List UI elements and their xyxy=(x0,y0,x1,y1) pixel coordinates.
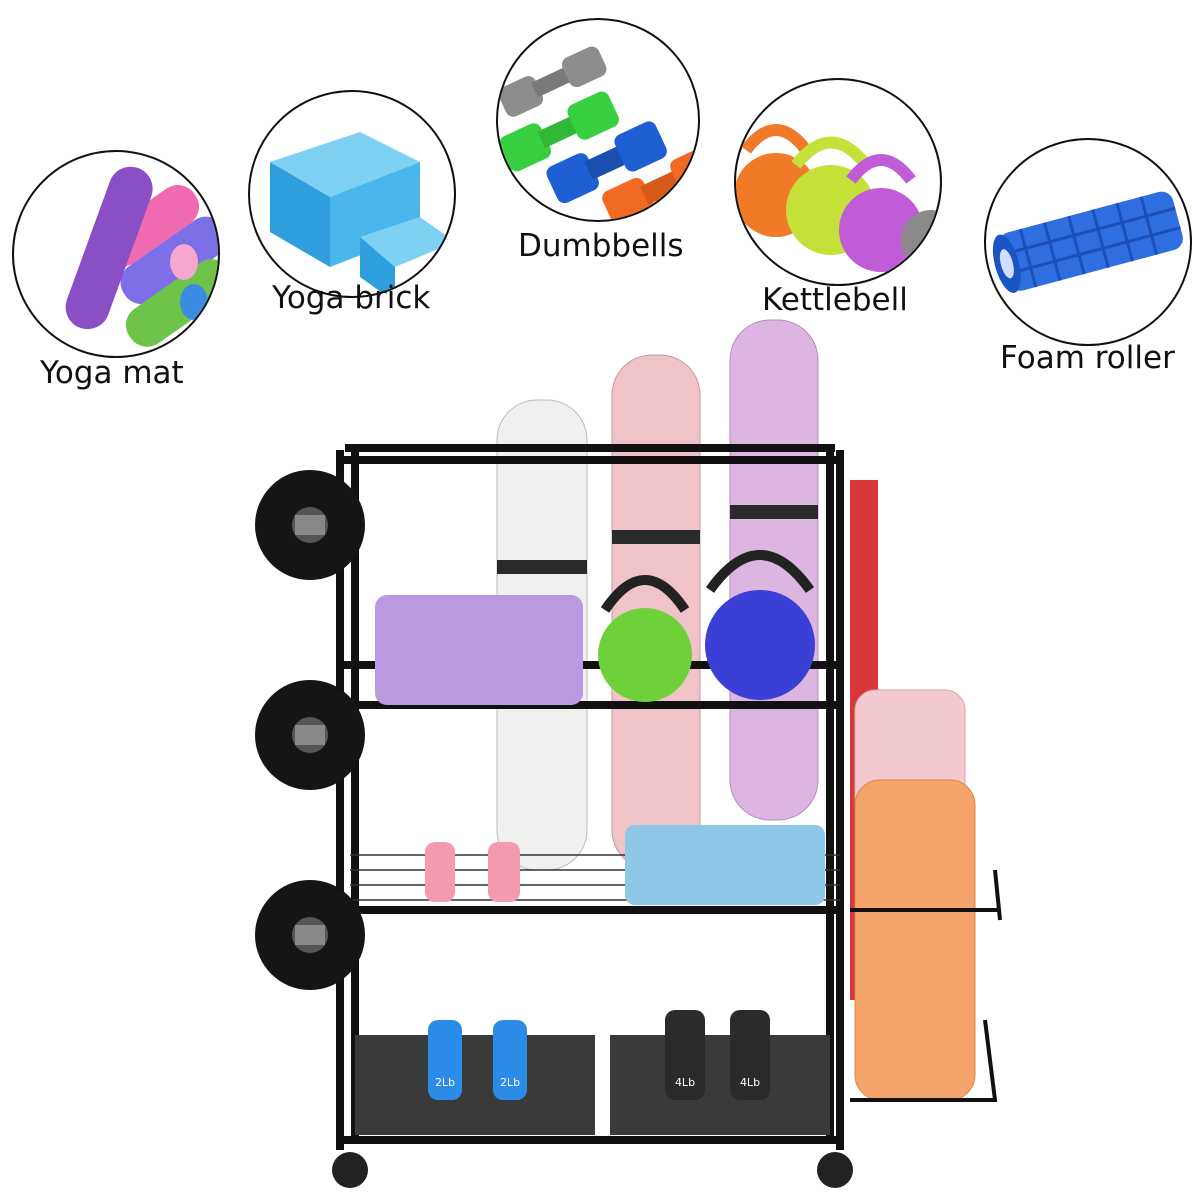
yoga-brick-label: Yoga brick xyxy=(272,280,431,316)
dumbbell-weight-2: 2Lb xyxy=(500,1076,520,1089)
yoga-mat-image xyxy=(12,150,220,358)
dumbbells-image xyxy=(496,18,700,222)
kettlebell-blue xyxy=(705,590,815,700)
yoga-mat-illustration xyxy=(65,166,218,347)
yoga-brick-image xyxy=(248,90,456,298)
roller-orange xyxy=(854,779,976,1101)
storage-rack-image: 2Lb 2Lb 4Lb 4Lb xyxy=(250,310,1010,1200)
foam-roller-label: Foam roller xyxy=(1000,340,1175,376)
dumbbells-label: Dumbbells xyxy=(518,228,684,264)
yoga-brick-illustration xyxy=(270,132,454,296)
kettlebell-illustration xyxy=(736,124,940,272)
block-purple xyxy=(375,595,583,705)
foam-roller-illustration xyxy=(992,191,1183,293)
dumbbell-weight-3: 4Lb xyxy=(675,1076,695,1089)
dumbbells-illustration xyxy=(498,46,698,220)
kettlebell-label: Kettlebell xyxy=(762,282,908,318)
block-blue xyxy=(625,825,825,905)
mat-lilac xyxy=(729,319,819,821)
ab-wheels xyxy=(255,470,365,990)
storage-rack-illustration: 2Lb 2Lb 4Lb 4Lb xyxy=(255,319,1002,1188)
dumbbell-weight-4: 4Lb xyxy=(740,1076,760,1089)
kettlebell-green xyxy=(598,608,692,702)
dumbbell-weight-1: 2Lb xyxy=(435,1076,455,1089)
yoga-mat-label: Yoga mat xyxy=(40,355,184,391)
foam-roller-image xyxy=(984,138,1192,346)
kettlebell-image xyxy=(734,78,942,286)
